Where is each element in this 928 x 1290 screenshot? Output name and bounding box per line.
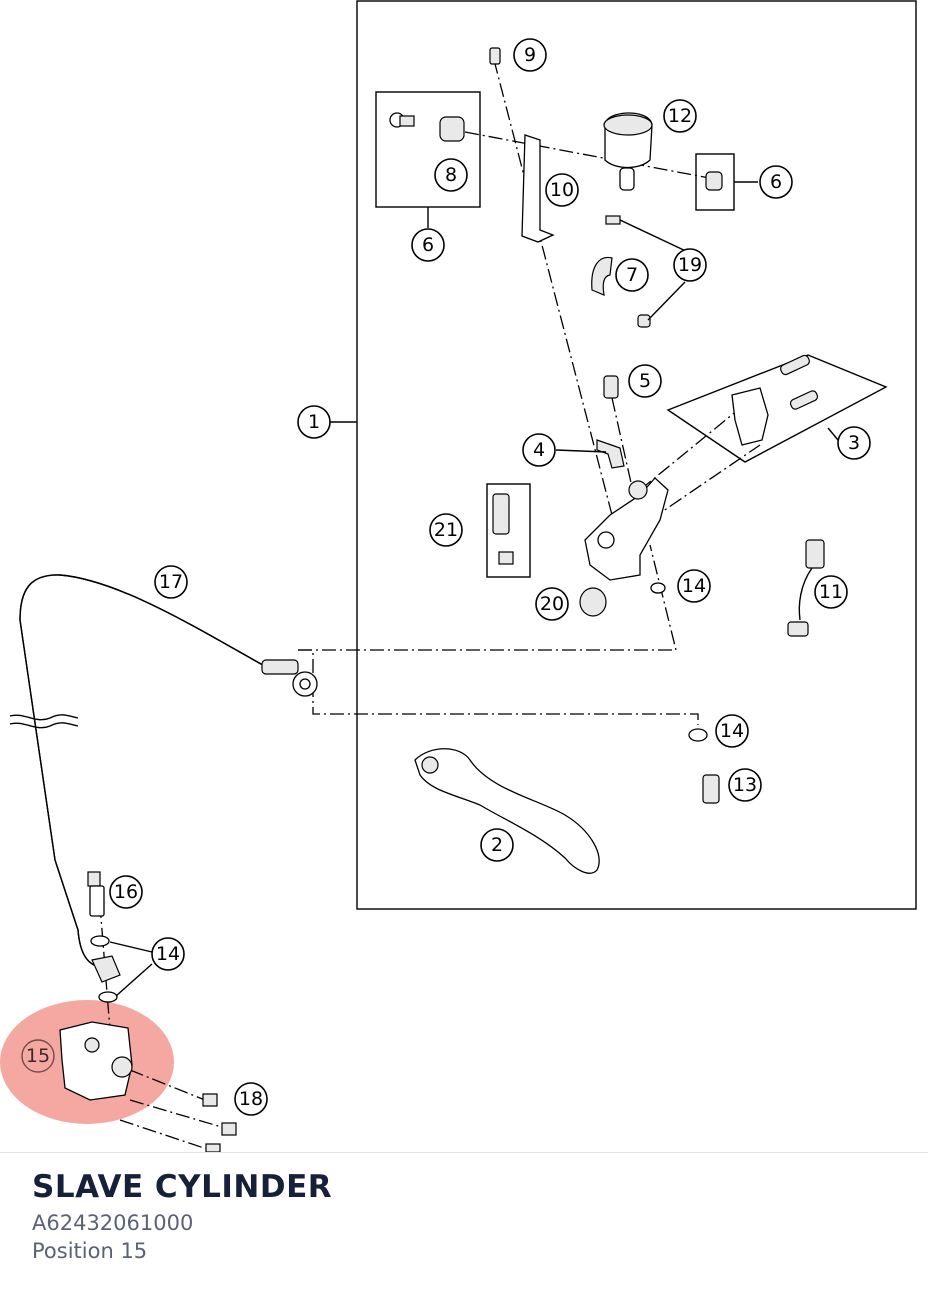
svg-text:2: 2 [491,834,503,856]
callout-5: 5 [628,364,662,398]
callout-14: 14 [715,714,749,748]
assembly-frame [330,0,917,910]
callout-1: 1 [297,405,331,439]
callout-14: 14 [151,937,185,971]
callout-6: 6 [411,228,445,262]
svg-text:12: 12 [668,105,692,127]
callout-7: 7 [615,258,649,292]
svg-text:10: 10 [550,179,574,201]
exploded-parts-diagram: 1 2 3 4 5 6 6 7 8 9 10 11 12 13 14 14 14… [0,0,917,1152]
svg-text:7: 7 [626,264,638,286]
callout-9: 9 [513,38,547,72]
callout-3: 3 [837,426,871,460]
part-info-footer: SLAVE CYLINDER A62432061000 Position 15 [0,1152,928,1290]
svg-text:13: 13 [733,774,757,796]
svg-text:21: 21 [434,519,458,541]
callout-6: 6 [759,165,793,199]
svg-text:3: 3 [848,432,860,454]
callout-4: 4 [522,433,556,467]
callout-13: 13 [728,768,762,802]
callout-12: 12 [663,99,697,133]
callout-19: 19 [673,248,707,282]
svg-text:11: 11 [819,581,843,603]
callout-11: 11 [814,575,848,609]
position-label: Position 15 [32,1239,148,1263]
svg-text:15: 15 [26,1045,50,1067]
callout-14: 14 [677,569,711,603]
svg-text:9: 9 [524,44,536,66]
hose-and-connectors [9,59,761,1151]
callout-2: 2 [480,828,514,862]
part-number: A62432061000 [32,1211,194,1235]
svg-text:19: 19 [678,254,702,276]
svg-text:16: 16 [114,881,138,903]
callout-17: 17 [154,565,188,599]
callouts: 1 2 3 4 5 6 6 7 8 9 10 11 12 13 14 14 14… [21,38,871,1116]
svg-text:20: 20 [540,593,564,615]
svg-text:14: 14 [156,943,180,965]
svg-text:6: 6 [770,171,782,193]
part-title: SLAVE CYLINDER [32,1169,333,1205]
part-shapes [59,47,825,1152]
callout-15: 15 [21,1039,55,1073]
callout-18: 18 [234,1082,268,1116]
svg-text:14: 14 [682,575,706,597]
callout-21: 21 [429,513,463,547]
callout-8: 8 [434,158,468,192]
svg-text:6: 6 [422,234,434,256]
svg-text:8: 8 [445,164,457,186]
callout-16: 16 [109,875,143,909]
callout-10: 10 [545,173,579,207]
svg-text:14: 14 [720,720,744,742]
svg-text:4: 4 [533,439,545,461]
svg-text:1: 1 [308,411,320,433]
svg-text:18: 18 [239,1088,263,1110]
callout-20: 20 [535,587,569,621]
svg-text:5: 5 [639,370,651,392]
svg-text:17: 17 [159,571,183,593]
